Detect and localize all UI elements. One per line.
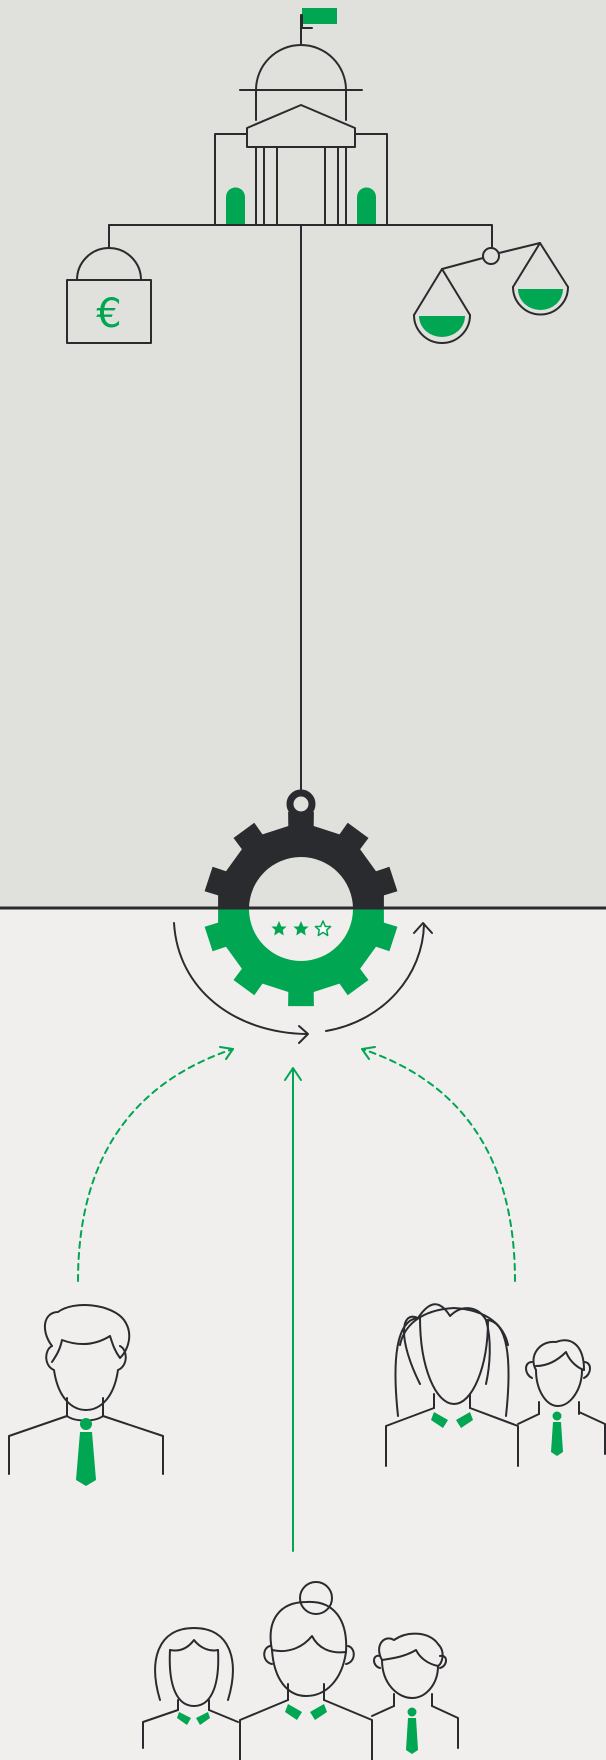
cycle-arrows-icon [173,922,433,1044]
upper-background [0,0,606,908]
influence-arrows [77,1046,516,1552]
gear-icon [204,789,398,1007]
citizens-group-icon [142,1581,459,1760]
lower-background [0,908,606,1760]
star-filled-icon [271,921,287,936]
man-person-icon [8,1304,164,1486]
euro-symbol: € [96,291,121,337]
government-building-icon [214,8,388,226]
rating-stars [271,920,332,937]
scales-of-justice-icon [413,242,569,344]
star-filled-icon [293,921,309,936]
star-outline-icon [314,920,332,937]
woman-with-child-icon [385,1303,606,1467]
money-box-icon: € [66,224,152,344]
